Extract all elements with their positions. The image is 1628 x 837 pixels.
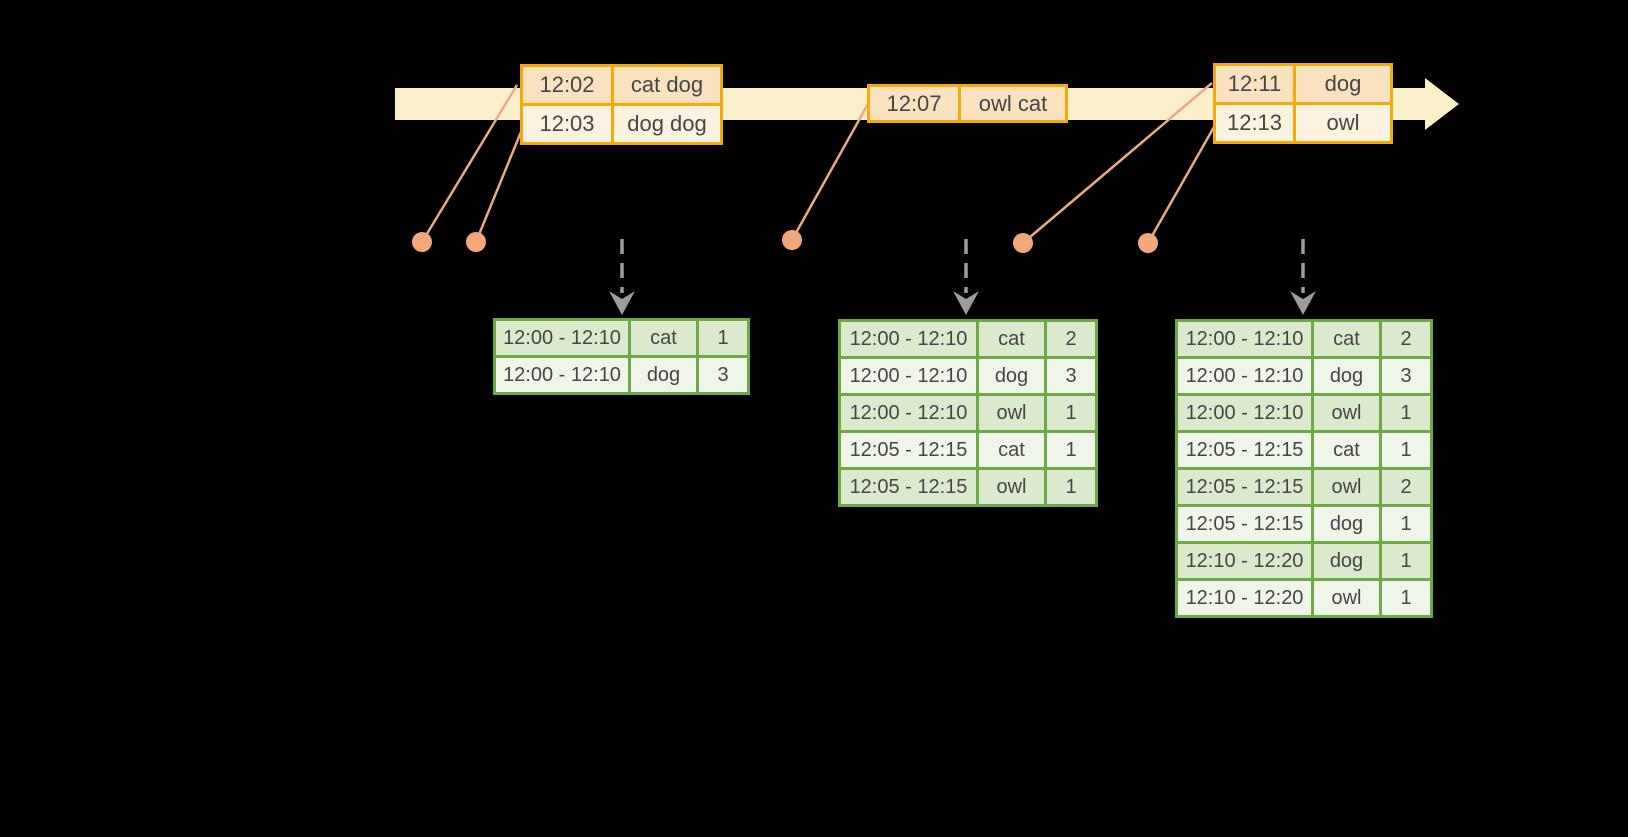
table-cell: 12:10 - 12:20 <box>1175 578 1314 618</box>
table-cell: dog <box>976 356 1047 396</box>
table-cell: 12:03 <box>520 103 614 145</box>
table-cell: 12:00 - 12:10 <box>493 318 631 358</box>
trigger-arrow <box>953 239 979 315</box>
table-cell: 12:05 - 12:15 <box>838 467 979 507</box>
table-cell: 2 <box>1044 319 1098 359</box>
connector-line <box>1022 82 1213 244</box>
table-cell: 12:05 - 12:15 <box>1175 430 1314 470</box>
table-cell: 12:05 - 12:15 <box>838 430 979 470</box>
event-dot <box>466 232 486 252</box>
event-dot <box>412 232 432 252</box>
trigger-arrow <box>609 239 635 315</box>
table-cell: owl <box>1311 393 1382 433</box>
table-cell: 12:00 - 12:10 <box>1175 356 1314 396</box>
table-cell: 12:05 - 12:15 <box>1175 467 1314 507</box>
table-cell: dog <box>628 355 699 395</box>
table-cell: owl cat <box>958 84 1068 123</box>
table-cell: 1 <box>1044 467 1098 507</box>
table-cell: cat dog <box>611 64 723 106</box>
table-cell: dog <box>1311 541 1382 581</box>
table-cell: owl <box>1311 578 1382 618</box>
table-cell: owl <box>1293 102 1393 144</box>
table-cell: 12:10 - 12:20 <box>1175 541 1314 581</box>
connector-line <box>420 84 519 243</box>
table-cell: 2 <box>1379 467 1433 507</box>
table-cell: 12:00 - 12:10 <box>1175 319 1314 359</box>
event-dot <box>1013 233 1033 253</box>
table-cell: dog <box>1293 63 1393 105</box>
table-cell: 1 <box>1044 430 1098 470</box>
table-cell: owl <box>976 467 1047 507</box>
connector-line <box>474 126 525 243</box>
table-cell: 1 <box>1379 541 1433 581</box>
table-cell: 12:07 <box>867 84 961 123</box>
table-cell: 12:11 <box>1213 63 1296 105</box>
table-cell: 12:00 - 12:10 <box>1175 393 1314 433</box>
table-cell: owl <box>976 393 1047 433</box>
table-cell: 1 <box>1379 504 1433 544</box>
table-cell: cat <box>1311 430 1382 470</box>
table-cell: dog <box>1311 356 1382 396</box>
trigger-arrow <box>1290 239 1316 315</box>
event-dot <box>782 230 802 250</box>
table-cell: 1 <box>696 318 750 358</box>
table-cell: cat <box>976 319 1047 359</box>
table-cell: 12:00 - 12:10 <box>838 393 979 433</box>
table-cell: 1 <box>1379 578 1433 618</box>
table-cell: 12:05 - 12:15 <box>1175 504 1314 544</box>
table-cell: 2 <box>1379 319 1433 359</box>
table-cell: 3 <box>1379 356 1433 396</box>
table-cell: 12:00 - 12:10 <box>838 356 979 396</box>
table-cell: cat <box>628 318 699 358</box>
table-cell: 12:13 <box>1213 102 1296 144</box>
table-cell: dog <box>1311 504 1382 544</box>
table-cell: owl <box>1311 467 1382 507</box>
table-cell: 1 <box>1379 393 1433 433</box>
event-dot <box>1138 233 1158 253</box>
table-cell: cat <box>976 430 1047 470</box>
table-cell: dog dog <box>611 103 723 145</box>
table-cell: 12:00 - 12:10 <box>493 355 631 395</box>
table-cell: 3 <box>696 355 750 395</box>
table-cell: 1 <box>1044 393 1098 433</box>
event-time-arrow-head <box>1425 78 1459 130</box>
connector-line <box>1146 126 1216 244</box>
table-cell: 12:00 - 12:10 <box>838 319 979 359</box>
connector-line <box>790 103 870 241</box>
table-cell: 12:02 <box>520 64 614 106</box>
table-cell: cat <box>1311 319 1382 359</box>
table-cell: 1 <box>1379 430 1433 470</box>
table-cell: 3 <box>1044 356 1098 396</box>
